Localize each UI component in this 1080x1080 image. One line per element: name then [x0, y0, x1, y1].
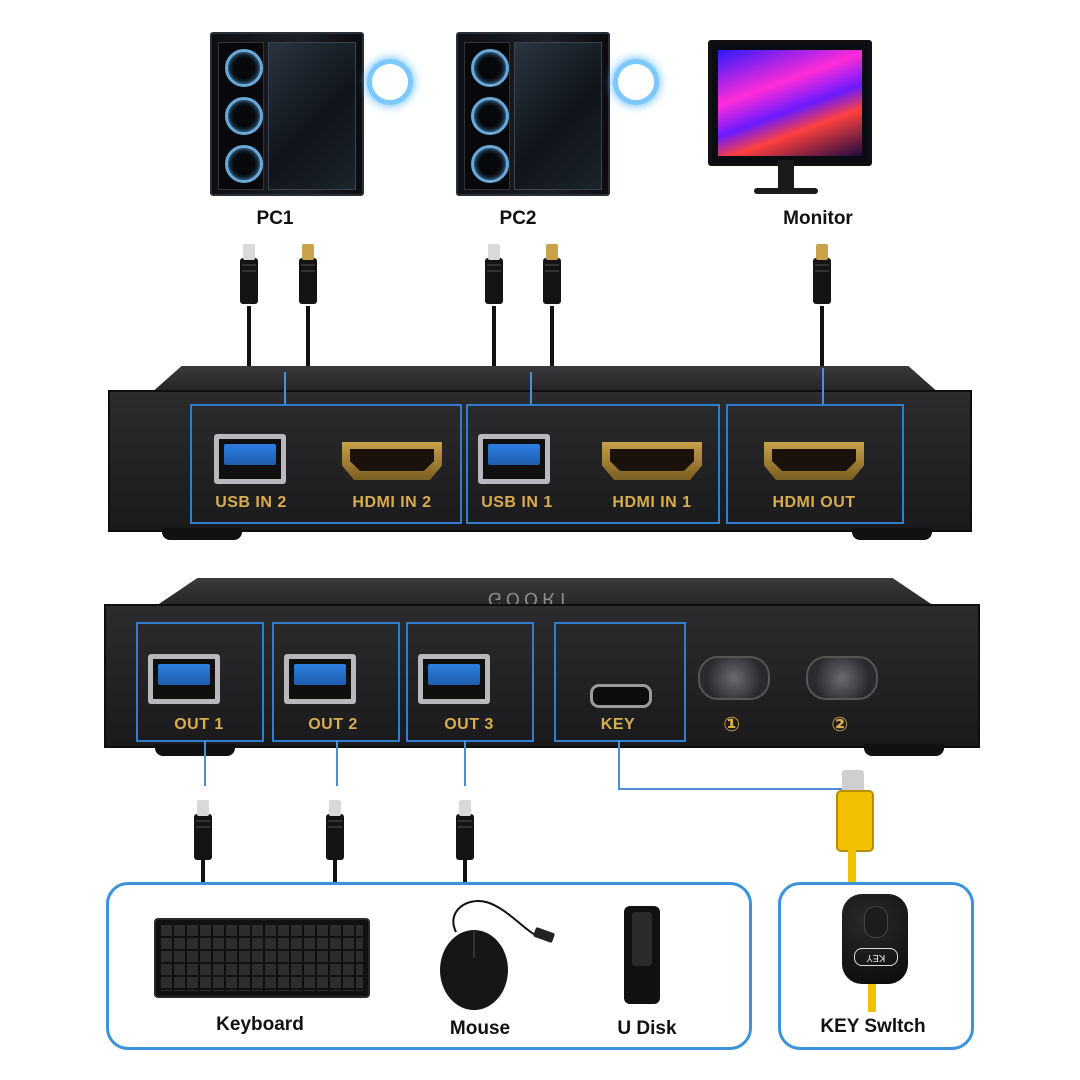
usb-plug-icon — [326, 800, 344, 860]
pc2-label: PC2 — [499, 208, 537, 229]
hdmi-out-port — [764, 442, 864, 480]
pc2-port-group — [190, 404, 462, 524]
keyboard-icon — [154, 918, 370, 998]
monitor-label: Monitor — [783, 208, 853, 229]
usb-plug-icon — [194, 800, 212, 860]
micro-usb-port — [590, 684, 652, 708]
hdmi-in-1-label: HDMI IN 1 — [612, 494, 692, 511]
pc2-tower — [456, 32, 659, 196]
out1-group — [136, 622, 264, 742]
out2-label: OUT 2 — [308, 716, 358, 733]
u-disk-label: U Disk — [617, 1018, 677, 1039]
out3-label: OUT 3 — [444, 716, 494, 733]
micro-usb-plug-icon — [842, 770, 864, 792]
hdmi-out-group — [726, 404, 904, 524]
usb-in-2-port — [214, 434, 286, 484]
monitor-image — [708, 40, 872, 196]
switch-button-2[interactable] — [806, 656, 878, 700]
pc1-tower — [210, 32, 413, 196]
button-1-label: ① — [723, 712, 741, 736]
out3-group — [406, 622, 534, 742]
switch-button-1[interactable] — [698, 656, 770, 700]
key-switch-text: KEY — [854, 948, 898, 966]
pc1-label: PC1 — [256, 208, 294, 229]
mouse-icon — [440, 900, 555, 1010]
keyboard-label: Keyboard — [216, 1014, 304, 1035]
hdmi-plug-icon — [299, 244, 317, 304]
hdmi-out-label: HDMI OUT — [772, 494, 856, 511]
pc1-port-group — [466, 404, 720, 524]
u-disk-icon — [624, 906, 660, 1004]
mouse-label: Mouse — [449, 1018, 511, 1039]
hdmi-in-2-label: HDMI IN 2 — [352, 494, 432, 511]
usb-in-1-port — [478, 434, 550, 484]
out2-port — [284, 654, 356, 704]
usb-in-1-label: USB IN 1 — [481, 494, 553, 511]
usb-plug-icon — [485, 244, 503, 304]
key-switch-label: KEY Swltch — [820, 1016, 926, 1037]
hdmi-in-1-port — [602, 442, 702, 480]
out1-label: OUT 1 — [174, 716, 224, 733]
key-label: KEY — [600, 716, 636, 733]
key-group — [554, 622, 686, 742]
usb-plug-icon — [456, 800, 474, 860]
key-switch-device[interactable]: KEY — [842, 894, 908, 984]
out3-port — [418, 654, 490, 704]
usb-in-2-label: USB IN 2 — [215, 494, 287, 511]
hdmi-in-2-port — [342, 442, 442, 480]
hdmi-plug-icon — [813, 244, 831, 304]
usb-plug-icon — [240, 244, 258, 304]
out1-port — [148, 654, 220, 704]
hdmi-plug-icon — [543, 244, 561, 304]
button-2-label: ② — [831, 712, 849, 736]
rear-box-top — [150, 366, 940, 394]
